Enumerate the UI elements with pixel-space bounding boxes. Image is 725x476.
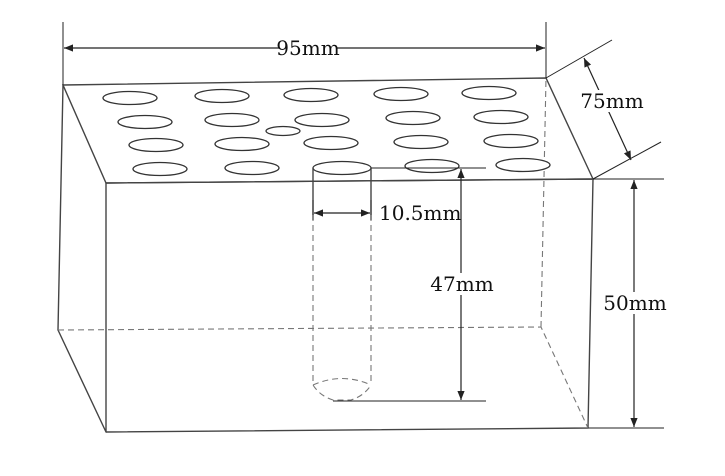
section-hole-hidden-walls: [312, 215, 372, 385]
hole: [283, 87, 339, 103]
dimension-hole-diameter: 10.5mm: [312, 200, 461, 225]
rack-left-face: [57, 84, 107, 433]
height-label: 50mm: [603, 291, 666, 315]
rack-front-face: [105, 178, 594, 433]
width-label: 75mm: [580, 89, 643, 113]
hole-depth-label: 47mm: [430, 272, 493, 296]
hole: [303, 135, 359, 151]
dimension-length: 95mm: [62, 22, 547, 85]
hole: [385, 110, 441, 126]
hole: [373, 86, 429, 102]
hole: [117, 114, 173, 130]
hole: [393, 134, 449, 150]
hole: [404, 158, 460, 174]
hole: [214, 136, 270, 152]
dimension-height: 50mm: [588, 178, 667, 429]
section-hole-top: [312, 160, 372, 176]
rack-block: [57, 77, 595, 433]
dimension-width: 75mm: [545, 39, 662, 180]
dimension-hole-depth: 47mm: [333, 167, 494, 402]
hole: [224, 160, 280, 176]
hole-grid: [102, 85, 551, 177]
hole: [495, 157, 551, 173]
hole: [132, 161, 188, 177]
hole: [461, 85, 517, 101]
hole: [294, 112, 350, 128]
length-label: 95mm: [276, 36, 339, 60]
hole: [194, 88, 250, 104]
hole: [204, 112, 260, 128]
section-hole: [312, 160, 372, 401]
hole: [483, 133, 539, 149]
section-hole-bottom: [312, 377, 372, 401]
hole: [265, 125, 301, 137]
hole: [128, 137, 184, 153]
hole: [102, 90, 158, 106]
rack-hidden-edges: [57, 77, 589, 429]
hole: [473, 109, 529, 125]
hole-diameter-label: 10.5mm: [379, 201, 461, 225]
